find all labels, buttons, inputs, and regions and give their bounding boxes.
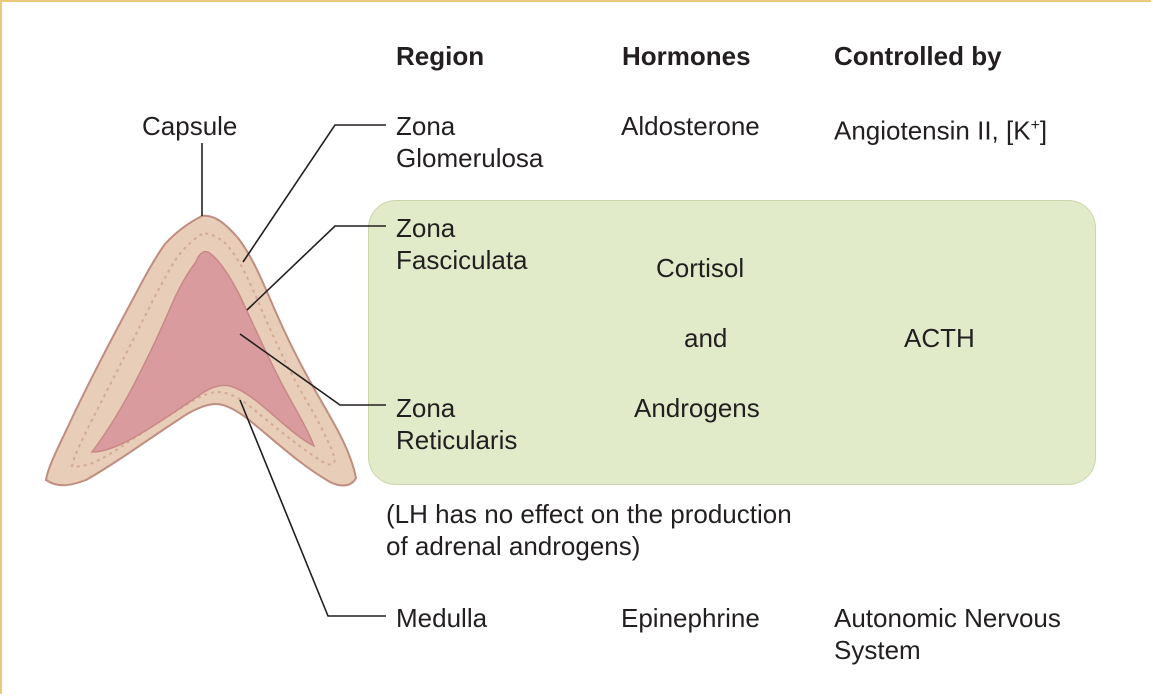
region-medulla: Medulla xyxy=(396,602,487,634)
region-zona-glomerulosa: Zona Glomerulosa xyxy=(396,110,543,174)
glomerulosa-leader-line xyxy=(243,125,386,262)
hormone-aldosterone: Aldosterone xyxy=(621,110,760,142)
control-angiotensin-text: Angiotensin II, [K xyxy=(834,116,1031,146)
potassium-charge: + xyxy=(1031,117,1040,134)
header-region: Region xyxy=(396,40,484,72)
control-angiotensin: Angiotensin II, [K+] xyxy=(834,110,1047,147)
region-zona-reticularis: Zona Reticularis xyxy=(396,392,517,456)
hormone-androgens: Androgens xyxy=(634,392,760,424)
hormone-cortisol: Cortisol xyxy=(656,252,744,284)
header-hormones: Hormones xyxy=(622,40,751,72)
header-controlled-by: Controlled by xyxy=(834,40,1002,72)
control-autonomic-nervous-system: Autonomic Nervous System xyxy=(834,602,1061,666)
control-angiotensin-bracket: ] xyxy=(1040,116,1047,146)
hormone-epinephrine: Epinephrine xyxy=(621,602,760,634)
region-zona-fasciculata: Zona Fasciculata xyxy=(396,212,528,276)
and-connector: and xyxy=(684,322,727,354)
lh-note: (LH has no effect on the production of a… xyxy=(386,498,792,562)
capsule-label: Capsule xyxy=(142,110,237,142)
control-acth: ACTH xyxy=(904,322,975,354)
